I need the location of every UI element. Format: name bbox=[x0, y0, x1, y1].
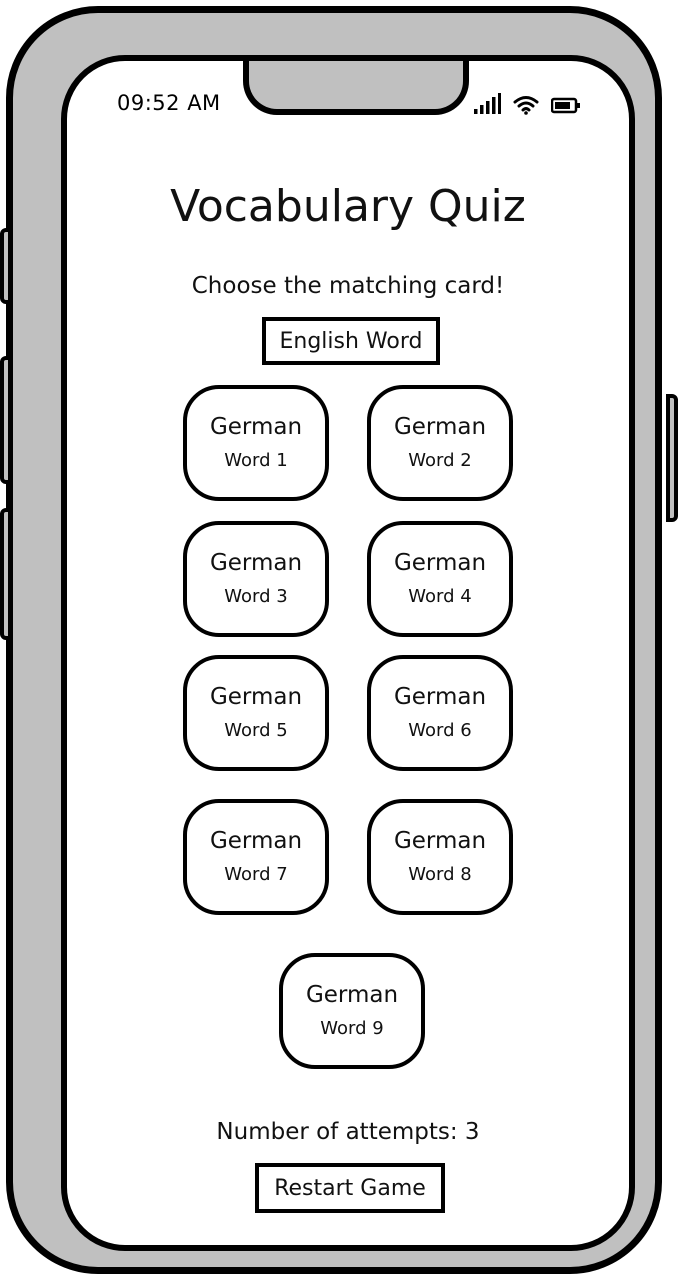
card-line1: German bbox=[209, 414, 303, 440]
card-line2: Word 7 bbox=[224, 864, 288, 885]
side-button-mute[interactable] bbox=[0, 228, 12, 304]
card-line2: Word 9 bbox=[320, 1018, 384, 1039]
phone-screen: 09:52 AM Vocabulary Quiz Choos bbox=[61, 55, 635, 1251]
english-word-box[interactable]: English Word bbox=[262, 317, 440, 365]
card-line1: German bbox=[209, 828, 303, 854]
side-button-volume-down[interactable] bbox=[0, 508, 12, 640]
card-german-word-7[interactable]: German Word 7 bbox=[183, 799, 329, 915]
side-button-volume-up[interactable] bbox=[0, 356, 12, 484]
card-line2: Word 8 bbox=[408, 864, 472, 885]
card-german-word-6[interactable]: German Word 6 bbox=[367, 655, 513, 771]
card-line2: Word 6 bbox=[408, 720, 472, 741]
wifi-icon bbox=[513, 96, 539, 115]
card-line1: German bbox=[393, 414, 487, 440]
side-button-power[interactable] bbox=[666, 394, 678, 522]
card-german-word-2[interactable]: German Word 2 bbox=[367, 385, 513, 501]
card-line1: German bbox=[393, 550, 487, 576]
instruction-text: Choose the matching card! bbox=[191, 273, 505, 299]
card-line2: Word 2 bbox=[408, 450, 472, 471]
card-german-word-4[interactable]: German Word 4 bbox=[367, 521, 513, 637]
status-icons bbox=[473, 91, 581, 115]
card-german-word-9[interactable]: German Word 9 bbox=[279, 953, 425, 1069]
attempts-counter: Number of attempts: 3 bbox=[216, 1119, 480, 1145]
restart-game-button[interactable]: Restart Game bbox=[255, 1163, 445, 1213]
card-german-word-5[interactable]: German Word 5 bbox=[183, 655, 329, 771]
card-line1: German bbox=[209, 550, 303, 576]
card-line1: German bbox=[393, 684, 487, 710]
card-line1: German bbox=[209, 684, 303, 710]
card-line1: German bbox=[393, 828, 487, 854]
battery-icon bbox=[551, 97, 580, 114]
card-line2: Word 1 bbox=[224, 450, 288, 471]
page-title: Vocabulary Quiz bbox=[170, 181, 526, 232]
card-german-word-8[interactable]: German Word 8 bbox=[367, 799, 513, 915]
cellular-signal-icon bbox=[474, 93, 501, 114]
phone-frame: 09:52 AM Vocabulary Quiz Choos bbox=[6, 6, 662, 1274]
card-german-word-1[interactable]: German Word 1 bbox=[183, 385, 329, 501]
card-line2: Word 4 bbox=[408, 586, 472, 607]
card-line2: Word 3 bbox=[224, 586, 288, 607]
phone-notch bbox=[243, 61, 469, 115]
card-line1: German bbox=[305, 982, 399, 1008]
card-line2: Word 5 bbox=[224, 720, 288, 741]
status-time: 09:52 AM bbox=[117, 91, 221, 115]
card-german-word-3[interactable]: German Word 3 bbox=[183, 521, 329, 637]
